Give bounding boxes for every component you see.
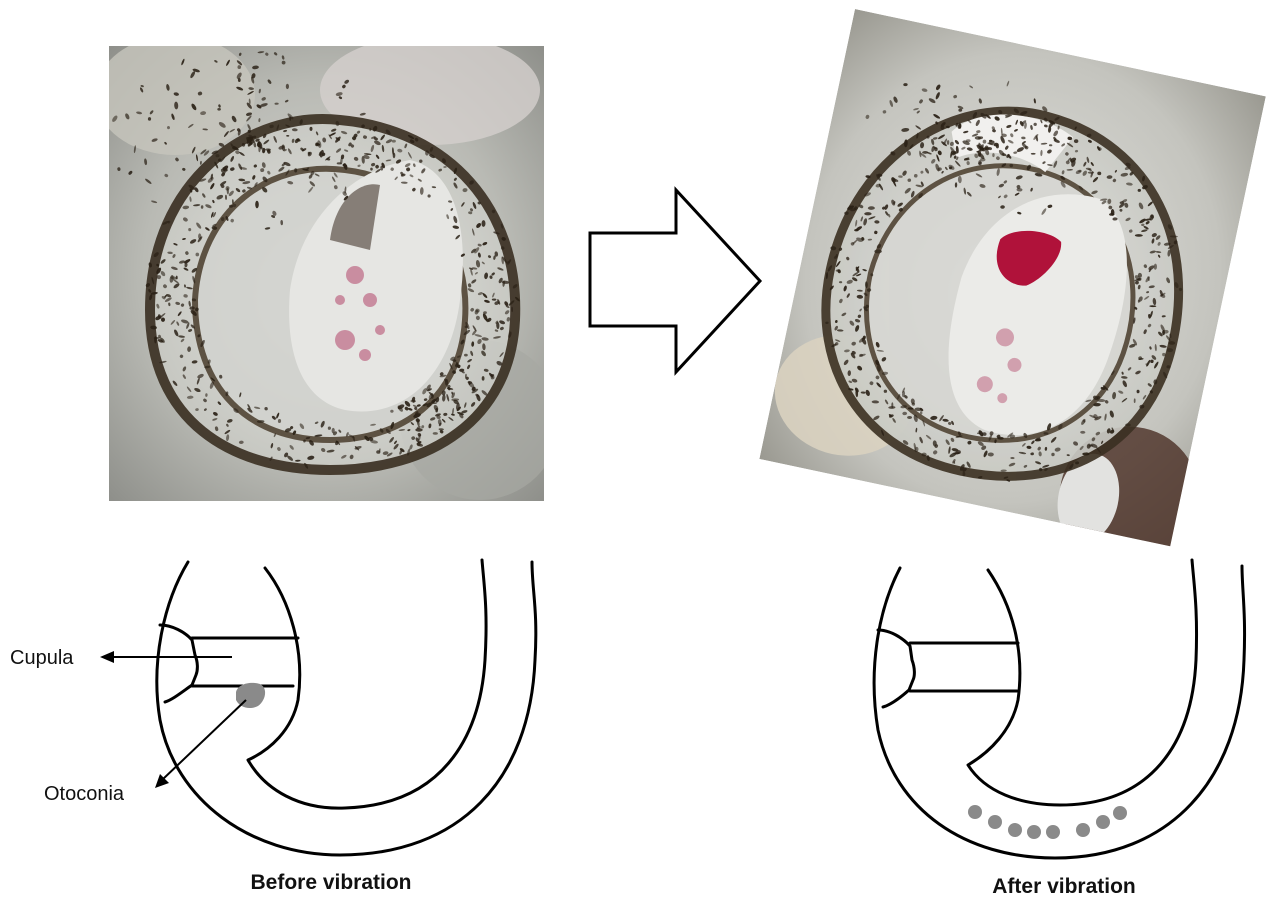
otoconia-label: Otoconia <box>44 783 125 805</box>
before-photo <box>95 35 560 501</box>
pigment-speck <box>369 128 371 131</box>
pigment-speck <box>482 376 485 381</box>
pigment-speck <box>415 428 422 432</box>
cupula-pointer <box>100 651 232 663</box>
otoconia-particle <box>1096 815 1110 829</box>
otoconia-particle <box>968 805 982 819</box>
after-photo <box>753 9 1274 580</box>
pigment-speck <box>229 205 233 208</box>
after-diagram <box>874 560 1244 858</box>
pigment-speck <box>294 168 297 172</box>
pigment-speck <box>286 84 289 89</box>
before-diagram <box>157 560 536 855</box>
pigment-speck <box>1031 153 1036 155</box>
pigment-speck <box>196 253 200 257</box>
before-caption: Before vibration <box>250 871 411 894</box>
otoconia-particle <box>1076 823 1090 837</box>
otoconia-particle <box>1113 806 1127 820</box>
otoconia-particle <box>1046 825 1060 839</box>
otoconia-particle <box>1008 823 1022 837</box>
otoconia-pointer <box>155 700 246 788</box>
otoconia-particle <box>1027 825 1041 839</box>
pigment-speck <box>907 416 912 419</box>
otoconia-particle <box>988 815 1002 829</box>
after-otoconia-particles <box>968 805 1127 839</box>
pigment-speck <box>445 379 448 386</box>
cupula-label: Cupula <box>10 647 74 669</box>
right-block-arrow-icon <box>590 190 760 372</box>
pigment-speck <box>891 402 893 408</box>
pigment-speck <box>1074 139 1078 143</box>
pigment-speck <box>393 153 396 159</box>
pigment-speck <box>992 153 994 157</box>
after-caption: After vibration <box>992 875 1136 897</box>
